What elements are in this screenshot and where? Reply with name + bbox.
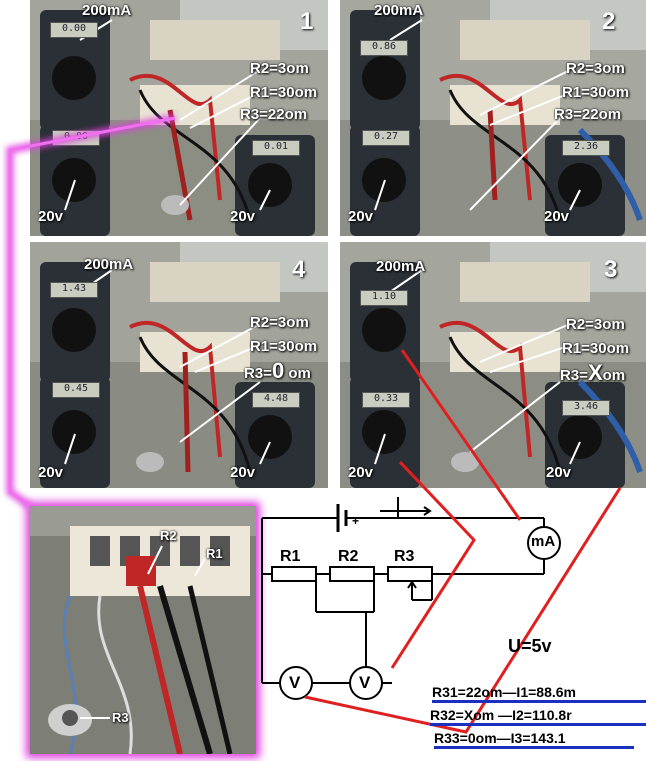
closeup-label-r1: R1	[206, 546, 223, 561]
ammeter-display: 1.43	[50, 282, 98, 298]
ammeter-display: 0.00	[50, 22, 98, 38]
label-voltmeter-left-range: 20v	[348, 208, 374, 225]
voltmeter-left-display: 0.45	[52, 382, 100, 398]
label-r3: R3=22om	[240, 106, 308, 123]
label-ammeter-range: 200mA	[374, 2, 424, 19]
label-r3-value: 0	[271, 358, 285, 383]
label-voltmeter-right-range: 20v	[546, 464, 572, 481]
result-line-2: R32=Xom —I2=110.8r	[430, 707, 646, 726]
resistor-r3	[387, 566, 433, 582]
label-r3: R3=Xom	[560, 360, 625, 386]
label-voltmeter-right-range: 20v	[230, 208, 256, 225]
schematic-label-r3: R3	[394, 548, 415, 565]
label-voltmeter-left-range: 20v	[38, 208, 64, 225]
current-arrow-head	[423, 506, 432, 516]
schematic-label-voltmeter-left: V	[289, 673, 301, 692]
label-ammeter-range: 200mA	[82, 2, 132, 19]
r3-wiper-arrow	[407, 580, 417, 589]
voltmeter-right-display: 0.01	[252, 140, 300, 156]
ammeter-display: 1.10	[360, 290, 408, 306]
closeup-photo-image	[30, 506, 256, 754]
label-r3: R3=0 om	[244, 358, 311, 384]
panel-number: 1	[300, 8, 314, 35]
measurement-wires	[304, 349, 622, 734]
label-r3-unit: om	[284, 365, 311, 382]
label-r1: R1=30om	[250, 84, 318, 101]
result-line-3: R33=0om—I3=143.1	[434, 730, 634, 749]
label-r3: R3=22om	[554, 106, 622, 123]
voltmeter-left-display: 0.27	[362, 130, 410, 146]
label-voltmeter-left-range: 20v	[38, 464, 64, 481]
label-r1: R1=30om	[562, 340, 630, 357]
photo-panel-3: 1.10 0.33 3.46 3 200mA R2=3om R1=30om R3…	[340, 242, 646, 488]
label-voltmeter-right-range: 20v	[230, 464, 256, 481]
panel-4-photo	[30, 242, 328, 488]
schematic-label-r1: R1	[280, 548, 301, 565]
label-ammeter-range: 200mA	[84, 256, 134, 273]
closeup-label-r3: R3	[112, 710, 129, 725]
closeup-label-r2: R2	[160, 528, 177, 543]
supply-voltage-label: U=5v	[508, 636, 552, 656]
ammeter-symbol	[527, 526, 561, 560]
label-r3-unit: om	[602, 367, 626, 384]
label-r1: R1=30om	[250, 338, 318, 355]
ammeter-display: 0.86	[360, 40, 408, 56]
photo-panel-2: 0.86 0.27 2.36 2 200mA R2=3om R1=30om R3…	[340, 0, 646, 236]
voltmeter-right-display: 4.48	[252, 392, 300, 408]
label-ammeter-range: 200mA	[376, 258, 426, 275]
circuit-schematic	[261, 497, 561, 700]
photo-panel-4: 1.43 0.45 4.48 4 200mA R2=3om R1=30om R3…	[30, 242, 328, 488]
label-r2: R2=3om	[250, 60, 309, 77]
panel-number: 3	[604, 256, 618, 283]
label-r2: R2=3om	[566, 60, 625, 77]
wire-left-voltmeter-probe	[390, 460, 476, 669]
label-voltmeter-left-range: 20v	[348, 464, 374, 481]
resistor-r2	[329, 566, 375, 582]
label-r1: R1=30om	[562, 84, 630, 101]
schematic-label-ammeter: mA	[531, 533, 556, 550]
label-r3-prefix: R3=	[244, 365, 272, 382]
schematic-label-plus: +	[352, 514, 360, 528]
label-r2: R2=3om	[250, 314, 309, 331]
panel-number: 4	[292, 256, 306, 283]
result-line-1: R31=22om—I1=88.6m	[432, 684, 646, 703]
panel-number: 2	[602, 8, 616, 35]
schematic-label-r2: R2	[338, 548, 359, 565]
highlight-connector	[6, 114, 176, 510]
schematic-label-voltmeter-right: V	[359, 673, 371, 692]
label-voltmeter-right-range: 20v	[544, 208, 570, 225]
label-r2: R2=3om	[566, 316, 625, 333]
resistor-r1	[271, 566, 317, 582]
label-r3-prefix: R3=	[560, 367, 588, 384]
wire-right-voltmeter-probe	[304, 487, 622, 734]
voltmeter-left-display: 0.33	[362, 392, 410, 408]
label-r3-value: X	[587, 360, 603, 385]
voltmeter-right-display: 2.36	[562, 140, 610, 156]
closeup-photo: R2 R1 R3	[30, 506, 256, 754]
voltmeter-right-display: 3.46	[562, 400, 610, 416]
wire-ammeter-probe	[400, 349, 522, 521]
